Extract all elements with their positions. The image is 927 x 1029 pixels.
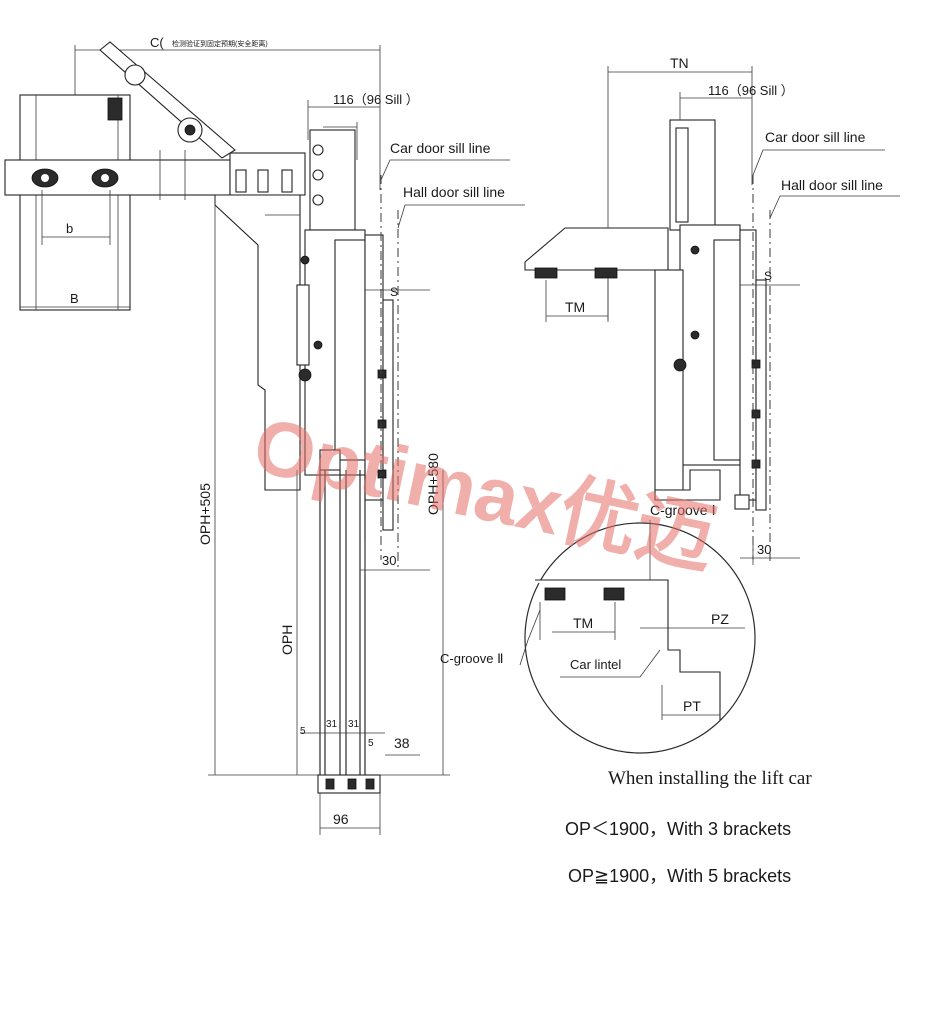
dim-b-small: b — [66, 221, 73, 236]
dim-oph: OPH — [279, 625, 295, 655]
c-groove-1: C-groove Ⅰ — [650, 502, 716, 518]
detail-dim-tm: TM — [573, 615, 593, 631]
car-lintel: Car lintel — [570, 657, 621, 672]
dim-pz: PZ — [711, 611, 729, 627]
dim-116-sill: 116（96 Sill ） — [333, 92, 419, 107]
watermark: Optimax优迈 — [246, 401, 722, 584]
detail-circle: TM PZ PT C-groove Ⅱ Car lintel — [440, 522, 756, 754]
dim-5a: 5 — [300, 726, 306, 737]
dim-oph-580: OPH+580 — [425, 453, 441, 515]
left-dim-s: S — [390, 285, 398, 299]
dim-96: 96 — [333, 811, 349, 827]
dim-oph-505: OPH+505 — [197, 483, 213, 545]
right-dim-tm: TM — [565, 299, 585, 315]
left-dim-30: 30 — [382, 553, 396, 568]
right-view: TN 116（96 Sill ） TM Car door sill line — [524, 55, 900, 600]
notes-line-1: OP＜1900，With 3 brackets — [565, 819, 792, 839]
right-dim-116-sill: 116（96 Sill ） — [708, 83, 794, 98]
dim-c-note: 检测验证到固定预期(安全距离) — [172, 39, 268, 48]
dim-5b: 5 — [368, 738, 374, 749]
dim-tn: TN — [670, 55, 689, 71]
dim-c-label: C( — [150, 35, 164, 50]
c-groove-2: C-groove Ⅱ — [440, 651, 503, 666]
right-car-door-sill-line: Car door sill line — [765, 129, 866, 145]
dim-38: 38 — [394, 735, 410, 751]
dim-b: B — [70, 291, 79, 306]
notes-line-2: OP≧1900，With 5 brackets — [568, 866, 792, 886]
left-car-door-sill-line: Car door sill line — [390, 140, 491, 156]
dim-pt: PT — [683, 698, 701, 714]
right-dim-s: S — [764, 269, 772, 283]
dim-31b: 31 — [348, 719, 360, 730]
notes-title: When installing the lift car — [608, 768, 812, 789]
right-dim-30: 30 — [757, 542, 771, 557]
left-hall-door-sill-line: Hall door sill line — [403, 184, 505, 200]
dim-31a: 31 — [326, 719, 338, 730]
left-view: C( 检测验证到固定预期(安全距离) 116（96 Sill ） b — [4, 35, 525, 835]
watermark-text: Optimax优迈 — [246, 401, 722, 584]
right-hall-door-sill-line: Hall door sill line — [781, 177, 883, 193]
